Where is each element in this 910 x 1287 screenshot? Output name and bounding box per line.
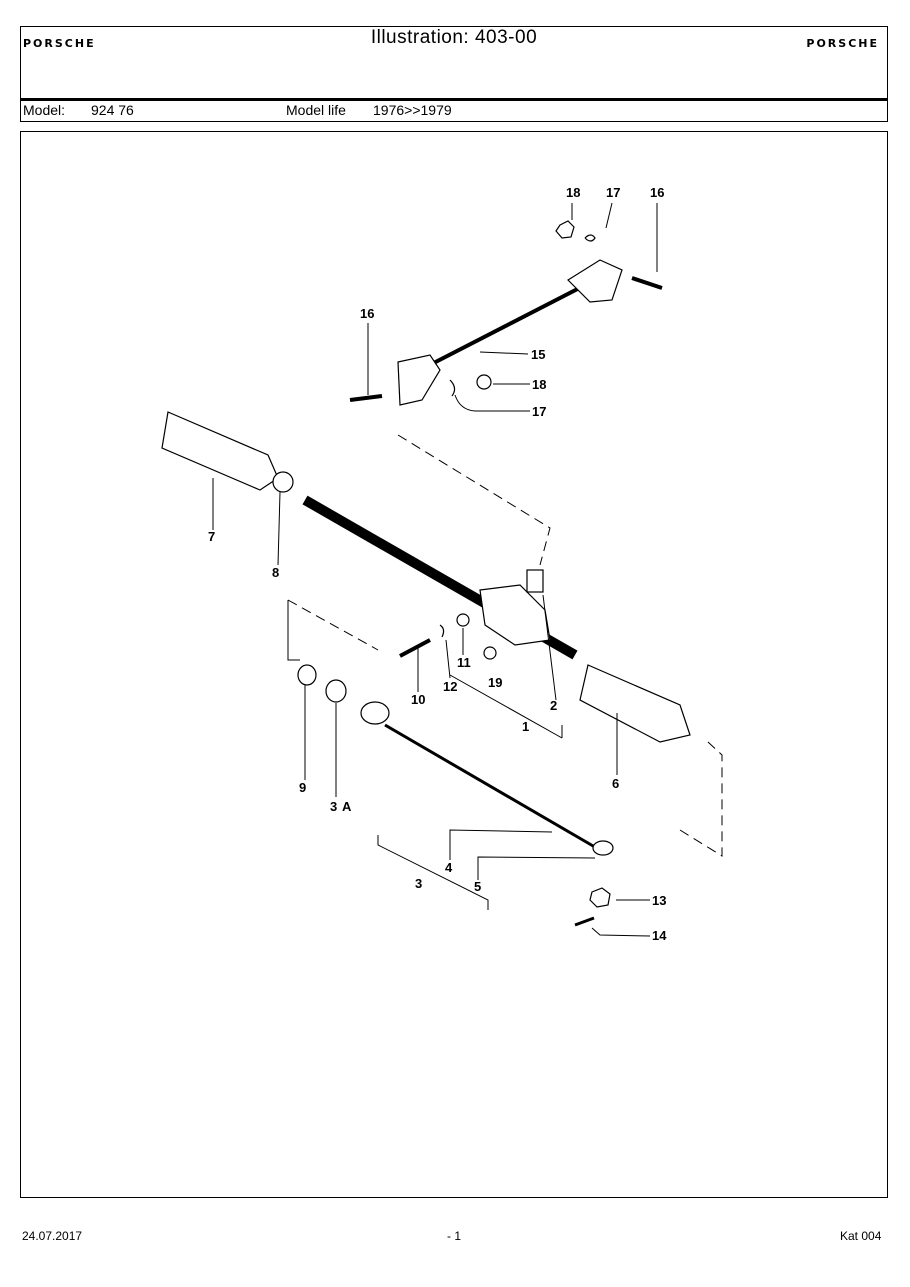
callout-17-top: 17 (606, 185, 620, 200)
inner-joint-3 (360, 701, 390, 725)
callout-3a-number: 3 (330, 799, 337, 814)
callout-10: 10 (411, 692, 425, 707)
callout-19: 19 (488, 675, 502, 690)
callout-18-mid: 18 (532, 377, 546, 392)
porsche-logo-left: PORSCHE (23, 37, 96, 50)
model-label: Model: (23, 102, 66, 118)
callout-9: 9 (299, 780, 306, 795)
callout-5: 5 (474, 879, 481, 894)
model-life-value: 1976>>1979 (373, 102, 452, 118)
bolt-16-upper (631, 276, 663, 290)
nut-18-upper (555, 220, 575, 239)
callout-7: 7 (208, 529, 215, 544)
steering-shaft (419, 278, 596, 372)
model-value: 924 76 (91, 102, 134, 118)
callout-3a-letter: A (342, 799, 352, 814)
bolt-16-lower (349, 394, 383, 402)
washer-11 (456, 613, 470, 627)
rubber-boot-6 (579, 664, 691, 743)
clip-12 (439, 624, 445, 638)
rubber-boot-7 (161, 411, 279, 491)
callout-4: 4 (445, 860, 453, 875)
callout-6: 6 (612, 776, 619, 791)
callout-14: 14 (652, 928, 667, 943)
page-title: Illustration: 403-00 (370, 27, 538, 48)
bolt-10 (399, 638, 431, 658)
plug-19 (483, 646, 497, 660)
callout-11: 11 (457, 655, 471, 670)
bushing-9 (297, 664, 317, 686)
callout-13: 13 (652, 893, 666, 908)
callout-17-mid: 17 (532, 404, 546, 419)
clip-17-lower (449, 379, 456, 397)
tie-rod (384, 723, 601, 852)
tie-rod-end-5 (592, 840, 614, 856)
bushing-3a (325, 679, 347, 703)
header-box: PORSCHE Illustration: 403-00 PORSCHE Mod… (20, 26, 888, 122)
steering-rack-diagram: 18 17 16 16 15 18 17 7 8 2 11 12 10 19 1… (161, 185, 723, 943)
clip-17-upper (584, 234, 596, 242)
callout-8: 8 (272, 565, 279, 580)
leader-lines (212, 202, 723, 937)
upper-universal-joint (567, 259, 623, 303)
footer-date: 24.07.2017 (22, 1229, 83, 1243)
callout-16-left: 16 (360, 306, 374, 321)
callout-12: 12 (443, 679, 457, 694)
castle-nut-13 (589, 887, 611, 908)
model-life-label: Model life (286, 102, 346, 118)
porsche-logo-right: PORSCHE (806, 37, 879, 50)
model-row: Model: 924 76 Model life 1976>>1979 (21, 101, 887, 121)
diagram-box: 18 17 16 16 15 18 17 7 8 2 11 12 10 19 1… (20, 131, 888, 1198)
callout-3: 3 (415, 876, 422, 891)
clamp-8 (272, 471, 294, 493)
nut-18-lower (476, 374, 492, 390)
callout-2: 2 (550, 698, 557, 713)
cotter-pin-14 (574, 916, 595, 927)
footer-catalog: Kat 004 (840, 1229, 882, 1243)
callout-15: 15 (531, 347, 545, 362)
footer-page: - 1 (447, 1229, 462, 1243)
pinion-shaft (526, 569, 544, 593)
header-divider (21, 98, 887, 101)
lower-universal-joint (397, 354, 441, 406)
callout-16-right: 16 (650, 185, 664, 200)
pinion-housing-2 (479, 584, 551, 646)
callout-1: 1 (522, 719, 529, 734)
callout-18-top: 18 (566, 185, 580, 200)
